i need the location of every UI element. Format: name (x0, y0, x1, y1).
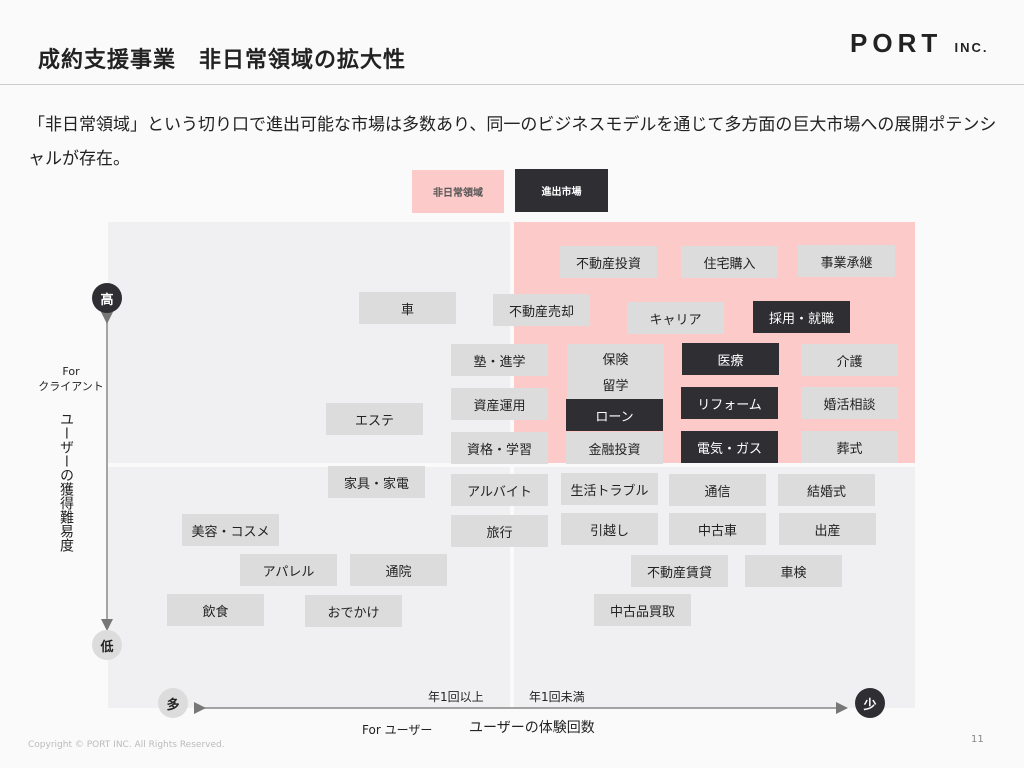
x-axis-label: ユーザーの体験回数 (469, 720, 595, 736)
market-item: 結婚式 (778, 474, 875, 506)
market-item: 出産 (779, 513, 876, 545)
market-item: アパレル (240, 554, 337, 586)
market-item: 金融投資 (566, 432, 663, 464)
market-item: アルバイト (451, 474, 548, 506)
market-item: 通院 (350, 554, 447, 586)
divider (0, 84, 1024, 85)
quadrant-bottom-left (108, 467, 510, 708)
y-for-client: For クライアント (38, 365, 104, 393)
market-item: 住宅購入 (681, 246, 778, 278)
lead-text: 「非日常領域」という切り口で進出可能な市場は多数あり、同一のビジネスモデルを通じ… (28, 115, 997, 169)
market-item: 家具・家電 (328, 466, 425, 498)
quadrant-bottom-right (514, 467, 915, 708)
market-item: リフォーム (681, 387, 778, 419)
x-many-badge: 多 (158, 688, 188, 718)
market-item: 中古車 (669, 513, 766, 545)
market-item: 不動産売却 (493, 294, 590, 326)
market-item: キャリア (627, 302, 724, 334)
x-few-badge: 少 (855, 688, 885, 718)
market-item: 医療 (682, 343, 779, 375)
logo-text: PORT (850, 28, 943, 58)
market-item: 不動産賃貸 (631, 555, 728, 587)
market-item: 中古品買取 (594, 594, 691, 626)
y-low-badge: 低 (92, 630, 122, 660)
copyright: Copyright © PORT INC. All Rights Reserve… (28, 740, 225, 750)
market-item: ローン (566, 399, 663, 431)
market-item: 婚活相談 (801, 387, 898, 419)
market-item: 資格・学習 (451, 432, 548, 464)
market-item: 資産運用 (451, 388, 548, 420)
market-item: おでかけ (305, 595, 402, 627)
y-high-badge: 高 (92, 283, 122, 313)
market-item: 保険 (567, 344, 664, 373)
market-item: 車検 (745, 555, 842, 587)
market-item: 電気・ガス (681, 431, 778, 463)
market-item: 不動産投資 (560, 246, 657, 278)
market-item: エステ (326, 403, 423, 435)
page-number: 11 (971, 734, 984, 745)
y-axis-label: ユーザーの獲得難易度 (58, 412, 74, 552)
logo-suffix: INC. (954, 40, 989, 55)
x-left-note: 年1回以上 (428, 690, 484, 704)
market-item: 飲食 (167, 594, 264, 626)
market-item: 事業承継 (798, 245, 895, 277)
page-title: 成約支援事業 非日常領域の拡大性 (38, 48, 407, 73)
legend-non-daily: 非日常領域 (412, 170, 504, 213)
market-item: 塾・進学 (451, 344, 548, 376)
market-item: 引越し (561, 513, 658, 545)
market-item: 介護 (801, 344, 898, 376)
market-item: 留学 (567, 370, 664, 399)
legend-expansion: 進出市場 (515, 169, 608, 212)
market-item: 車 (359, 292, 456, 324)
quadrant-top-left (108, 222, 510, 463)
logo: PORT INC. (850, 28, 988, 59)
market-item: 旅行 (451, 515, 548, 547)
market-item: 葬式 (801, 431, 898, 463)
market-item: 通信 (669, 474, 766, 506)
x-right-note: 年1回未満 (529, 690, 585, 704)
market-item: 採用・就職 (753, 301, 850, 333)
market-item: 生活トラブル (561, 473, 658, 505)
market-item: 美容・コスメ (182, 514, 279, 546)
x-for-user: For ユーザー (362, 723, 433, 737)
